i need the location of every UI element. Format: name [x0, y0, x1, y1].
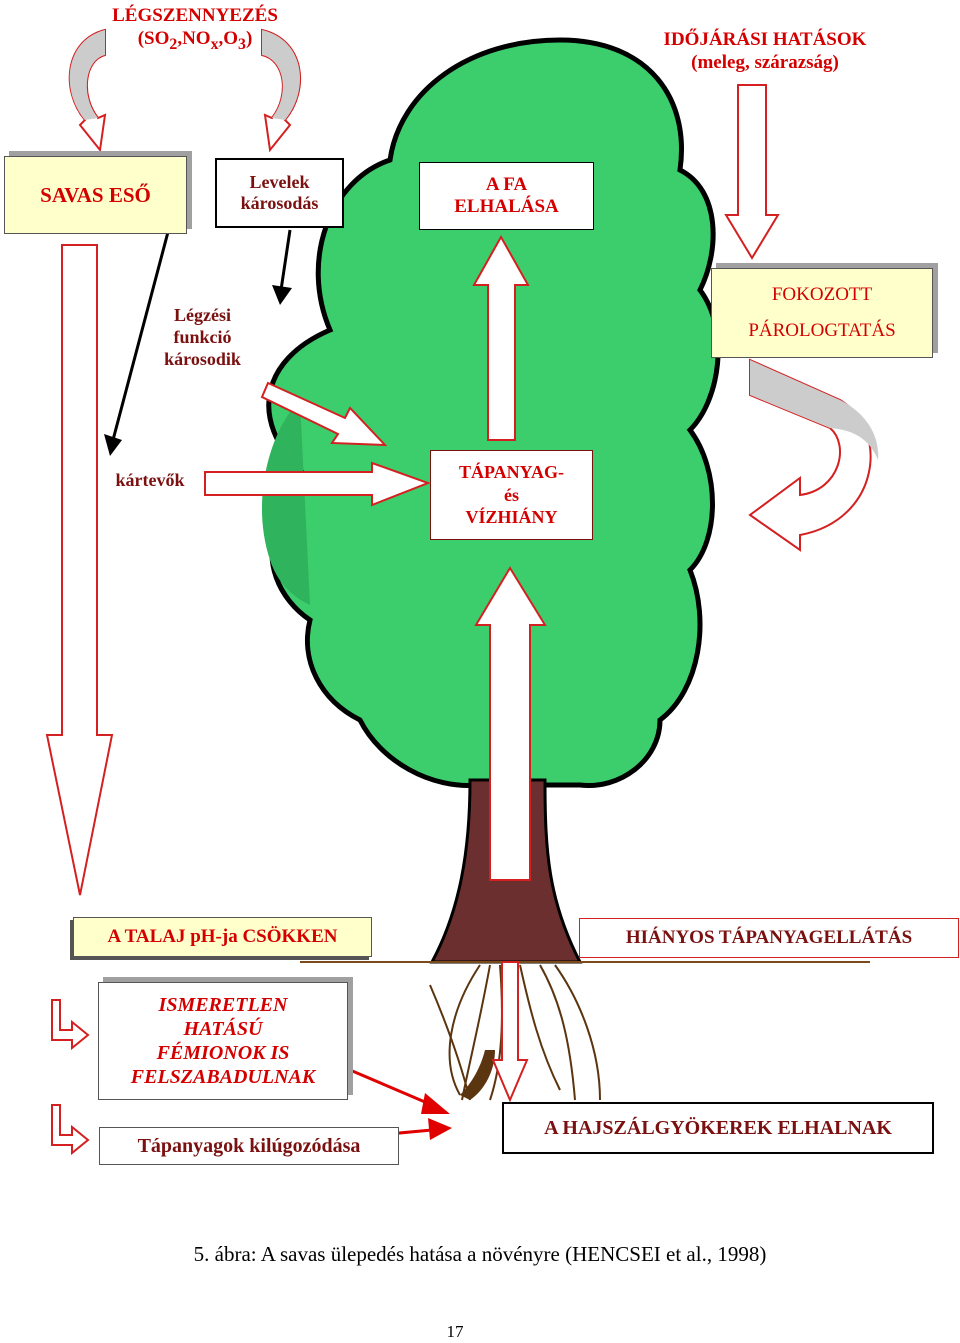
tapanyag-box: TÁPANYAG- és VÍZHIÁNY: [430, 450, 593, 540]
femionok-box: ISMERETLEN HATÁSÚ FÉMIONOK IS FELSZABADU…: [98, 982, 348, 1100]
diagonal-arrow-legzesi: [260, 381, 388, 447]
savas-eso-box: SAVAS ESŐ: [4, 156, 187, 234]
page-number-text: 17: [446, 1322, 464, 1341]
levelek-box: Levelek károsodás: [215, 158, 344, 228]
red-arrow-fem: [349, 1068, 450, 1114]
idojarasi-label: IDŐJÁRÁSI HATÁSOK (meleg, szárazság): [630, 28, 900, 74]
down-arrow-roots: [491, 961, 529, 1103]
legzesi-label: Légzési funkció károsodik: [140, 305, 265, 371]
idojarasi-title: IDŐJÁRÁSI HATÁSOK: [663, 29, 867, 50]
levelek-line: Levelek: [249, 172, 310, 192]
formula-sub: 2: [169, 35, 178, 53]
fa-elhalasa-box: A FA ELHALÁSA: [419, 162, 594, 230]
femionok-line: ISMERETLEN: [158, 994, 288, 1016]
fokozott-box: FOKOZOTT PÁROLOGTATÁS: [711, 268, 933, 358]
hianyos-box: HIÁNYOS TÁPANYAGELLÁTÁS: [579, 918, 959, 958]
legszennyezes-formula: (SO2,NOx,O3): [85, 27, 305, 54]
kilugozodas-box: Tápanyagok kilúgozódása: [99, 1127, 399, 1165]
bent-arrow-2: [51, 1104, 90, 1156]
page-number: 17: [430, 1322, 480, 1343]
formula-part: ,O: [218, 28, 239, 50]
tapanyag-line: és: [504, 484, 519, 505]
figure-caption: 5. ábra: A savas ülepedés hatása a növén…: [100, 1242, 860, 1268]
fokozott-line: FOKOZOTT: [771, 283, 873, 305]
legzesi-line: károsodik: [164, 348, 241, 369]
formula-part: ): [245, 28, 253, 50]
up-arrow-fa-elhalasa: [472, 234, 530, 441]
legzesi-line: funkció: [173, 326, 232, 347]
fokozott-line: PÁROLOGTATÁS: [748, 320, 896, 341]
idojarasi-subtitle: (meleg, szárazság): [691, 52, 839, 74]
black-arrow-levelek: [272, 229, 292, 305]
weather-down-arrow: [724, 84, 780, 260]
bent-arrow-1: [51, 999, 90, 1051]
formula-part: ,NO: [177, 28, 211, 50]
tapanyag-line: VÍZHIÁNY: [465, 507, 558, 528]
formula-part: (SO: [137, 28, 170, 50]
kilugozodas-text: Tápanyagok kilúgozódása: [137, 1134, 361, 1157]
hajszalgyokerek-box: A HAJSZÁLGYÖKEREK ELHALNAK: [502, 1102, 934, 1154]
talaj-ph-box: A TALAJ pH-ja CSÖKKEN: [73, 917, 372, 957]
root-thick: [460, 1050, 495, 1100]
formula-sub: x: [210, 35, 219, 53]
formula-sub: 3: [238, 35, 246, 53]
levelek-line: károsodás: [240, 193, 319, 213]
curved-arrow-parologtatas: [748, 358, 879, 552]
savas-eso-text: SAVAS ESŐ: [40, 182, 151, 207]
legszennyezes-label: LÉGSZENNYEZÉS (SO2,NOx,O3): [85, 4, 305, 54]
talaj-ph-text: A TALAJ pH-ja CSÖKKEN: [107, 926, 338, 947]
caption-text: 5. ábra: A savas ülepedés hatása a növén…: [193, 1242, 767, 1266]
tapanyag-line: TÁPANYAG-: [458, 462, 564, 483]
curved-arrow-right: [261, 28, 302, 153]
legszennyezes-title: LÉGSZENNYEZÉS: [112, 5, 278, 26]
femionok-line: FÉMIONOK IS: [156, 1042, 290, 1064]
hianyos-text: HIÁNYOS TÁPANYAGELLÁTÁS: [625, 927, 913, 948]
up-arrow-roots: [474, 566, 547, 881]
femionok-line: HATÁSÚ: [183, 1018, 263, 1040]
kartevok-text: kártevők: [115, 470, 185, 490]
femionok-line: FELSZABADULNAK: [130, 1066, 316, 1088]
arrow-kartevok: [204, 461, 431, 507]
black-arrow-kartevok: [104, 231, 170, 456]
kartevok-label: kártevők: [100, 470, 200, 492]
acid-rain-down-arrow: [45, 244, 114, 896]
legzesi-line: Légzési: [174, 305, 231, 325]
curved-arrow-left: [68, 28, 107, 153]
fa-elhalasa-line: ELHALÁSA: [454, 196, 559, 217]
hajszalgyokerek-text: A HAJSZÁLGYÖKEREK ELHALNAK: [544, 1116, 892, 1139]
fa-elhalasa-line: A FA: [485, 174, 528, 195]
